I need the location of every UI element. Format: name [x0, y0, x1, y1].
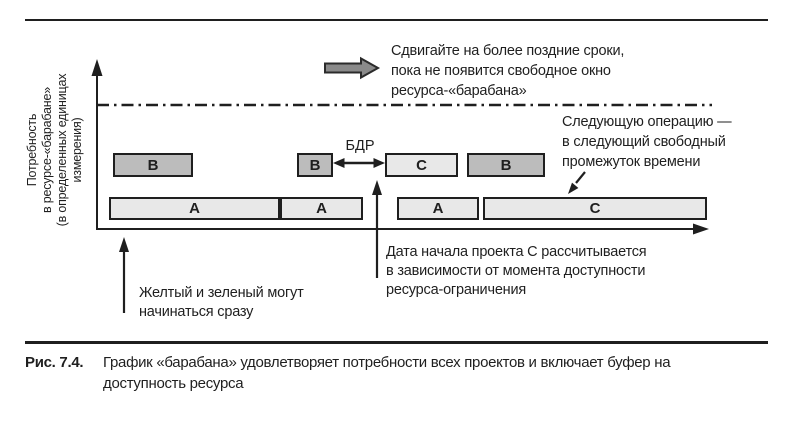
- y-axis-arrowhead-icon: [91, 59, 103, 76]
- annotation-project-c-start: Дата начала проекта С рассчитывается в з…: [386, 244, 647, 298]
- annotation-next-operation: Следующую операцию — в следующий свободн…: [562, 114, 732, 170]
- task-bar-a-1: A: [109, 197, 280, 220]
- task-bar-a-3: A: [397, 197, 479, 220]
- shift-right-block-arrow-icon: [324, 56, 381, 80]
- top-rule: [25, 19, 768, 21]
- task-bar-c-2: C: [483, 197, 707, 220]
- bottom-rule: [25, 341, 768, 344]
- buffer-bdr-label: БДР: [345, 138, 375, 154]
- x-axis: [96, 223, 709, 235]
- buffer-double-arrow-icon: [333, 158, 385, 168]
- y-axis: [91, 59, 103, 229]
- project-c-start-arrow-icon: [372, 180, 382, 278]
- task-bar-c-1: C: [385, 153, 458, 177]
- figure-caption-text: График «барабана» удовлетворяет потребно…: [103, 354, 671, 392]
- next-operation-arrow-icon: [568, 171, 586, 194]
- drum-schedule-diagram: [91, 56, 712, 313]
- task-bar-b-3: B: [467, 153, 545, 177]
- task-bar-a-2: A: [280, 197, 363, 220]
- annotation-shift-later: Сдвигайте на более поздние сроки, пока н…: [391, 43, 625, 99]
- annotation-start-immediately: Желтый и зеленый могут начинаться сразу: [139, 285, 304, 320]
- task-bar-b-2: B: [297, 153, 333, 177]
- figure-number: Рис. 7.4.: [25, 354, 84, 371]
- y-axis-label: Потребность в ресурсе-«барабане» (в опре…: [25, 73, 84, 227]
- task-bar-b-1: B: [113, 153, 193, 177]
- x-axis-arrowhead-icon: [693, 223, 709, 235]
- figure-caption: Рис. 7.4. График «барабана» удовлетворяе…: [25, 352, 763, 394]
- start-now-arrow-icon: [119, 237, 129, 313]
